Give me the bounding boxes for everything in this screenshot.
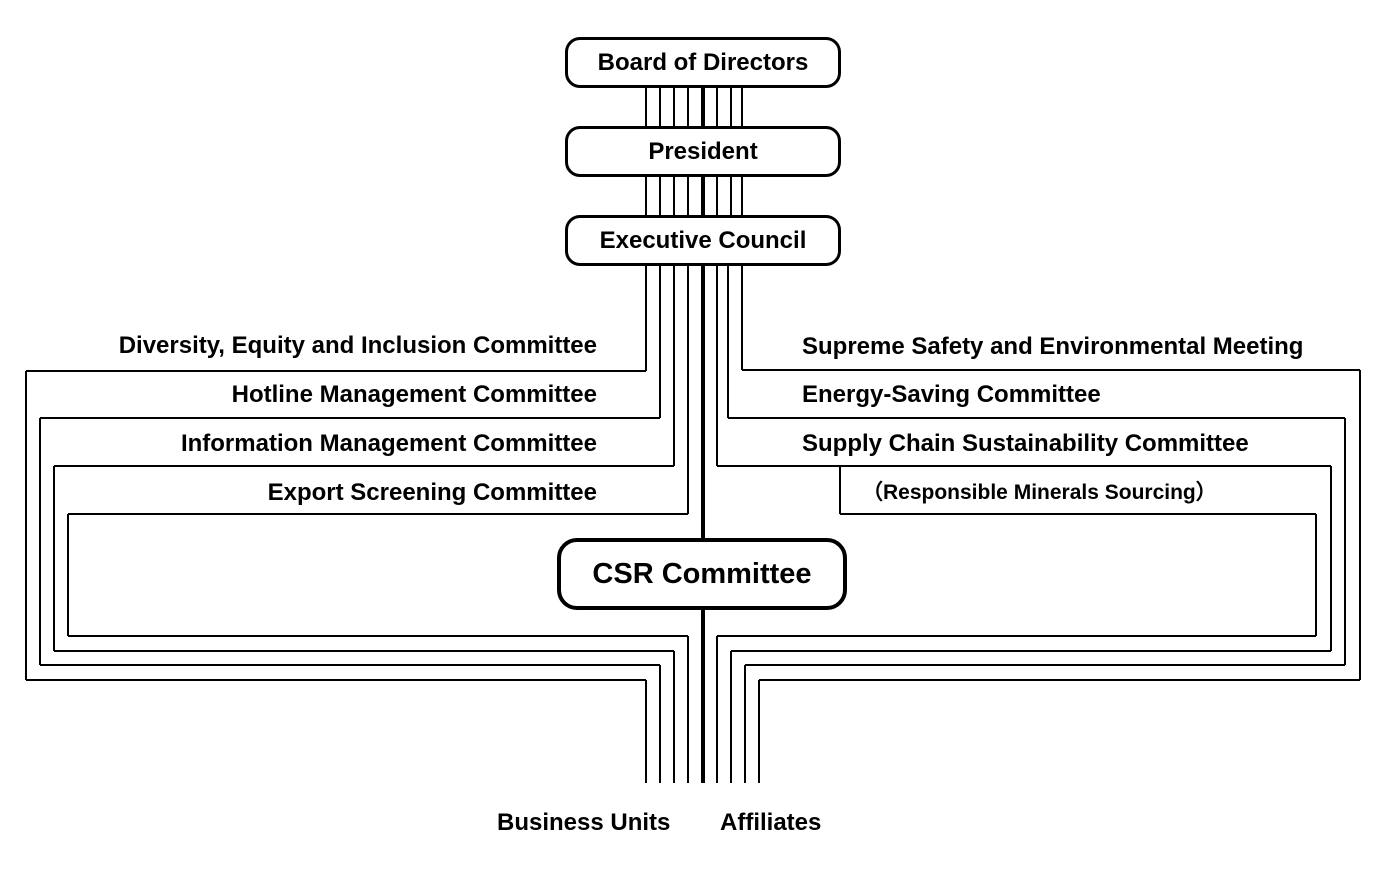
left-committee-label: Diversity, Equity and Inclusion Committe… — [118, 332, 597, 359]
president-box: President — [565, 126, 841, 177]
csr-committee-label: CSR Committee — [592, 557, 812, 590]
left-committee-label: Information Management Committee — [180, 430, 597, 457]
right-committee-label: Energy-Saving Committee — [802, 381, 1101, 408]
board-of-directors-label: Board of Directors — [597, 48, 809, 76]
left-committee-label: Export Screening Committee — [267, 479, 597, 506]
executive-council-label: Executive Council — [599, 226, 807, 254]
affiliates-label: Affiliates — [720, 809, 822, 836]
business-units-label: Business Units — [497, 809, 671, 836]
csr-committee-box: CSR Committee — [557, 538, 847, 610]
left-committee-label: Hotline Management Committee — [231, 381, 597, 408]
president-label: President — [648, 137, 758, 165]
right-sub-note: （Responsible Minerals Sourcing） — [862, 481, 1217, 504]
right-committee-label: Supreme Safety and Environmental Meeting — [802, 333, 1304, 360]
right-committee-label: Supply Chain Sustainability Committee — [802, 430, 1249, 457]
board-of-directors-box: Board of Directors — [565, 37, 841, 88]
executive-council-box: Executive Council — [565, 215, 841, 266]
